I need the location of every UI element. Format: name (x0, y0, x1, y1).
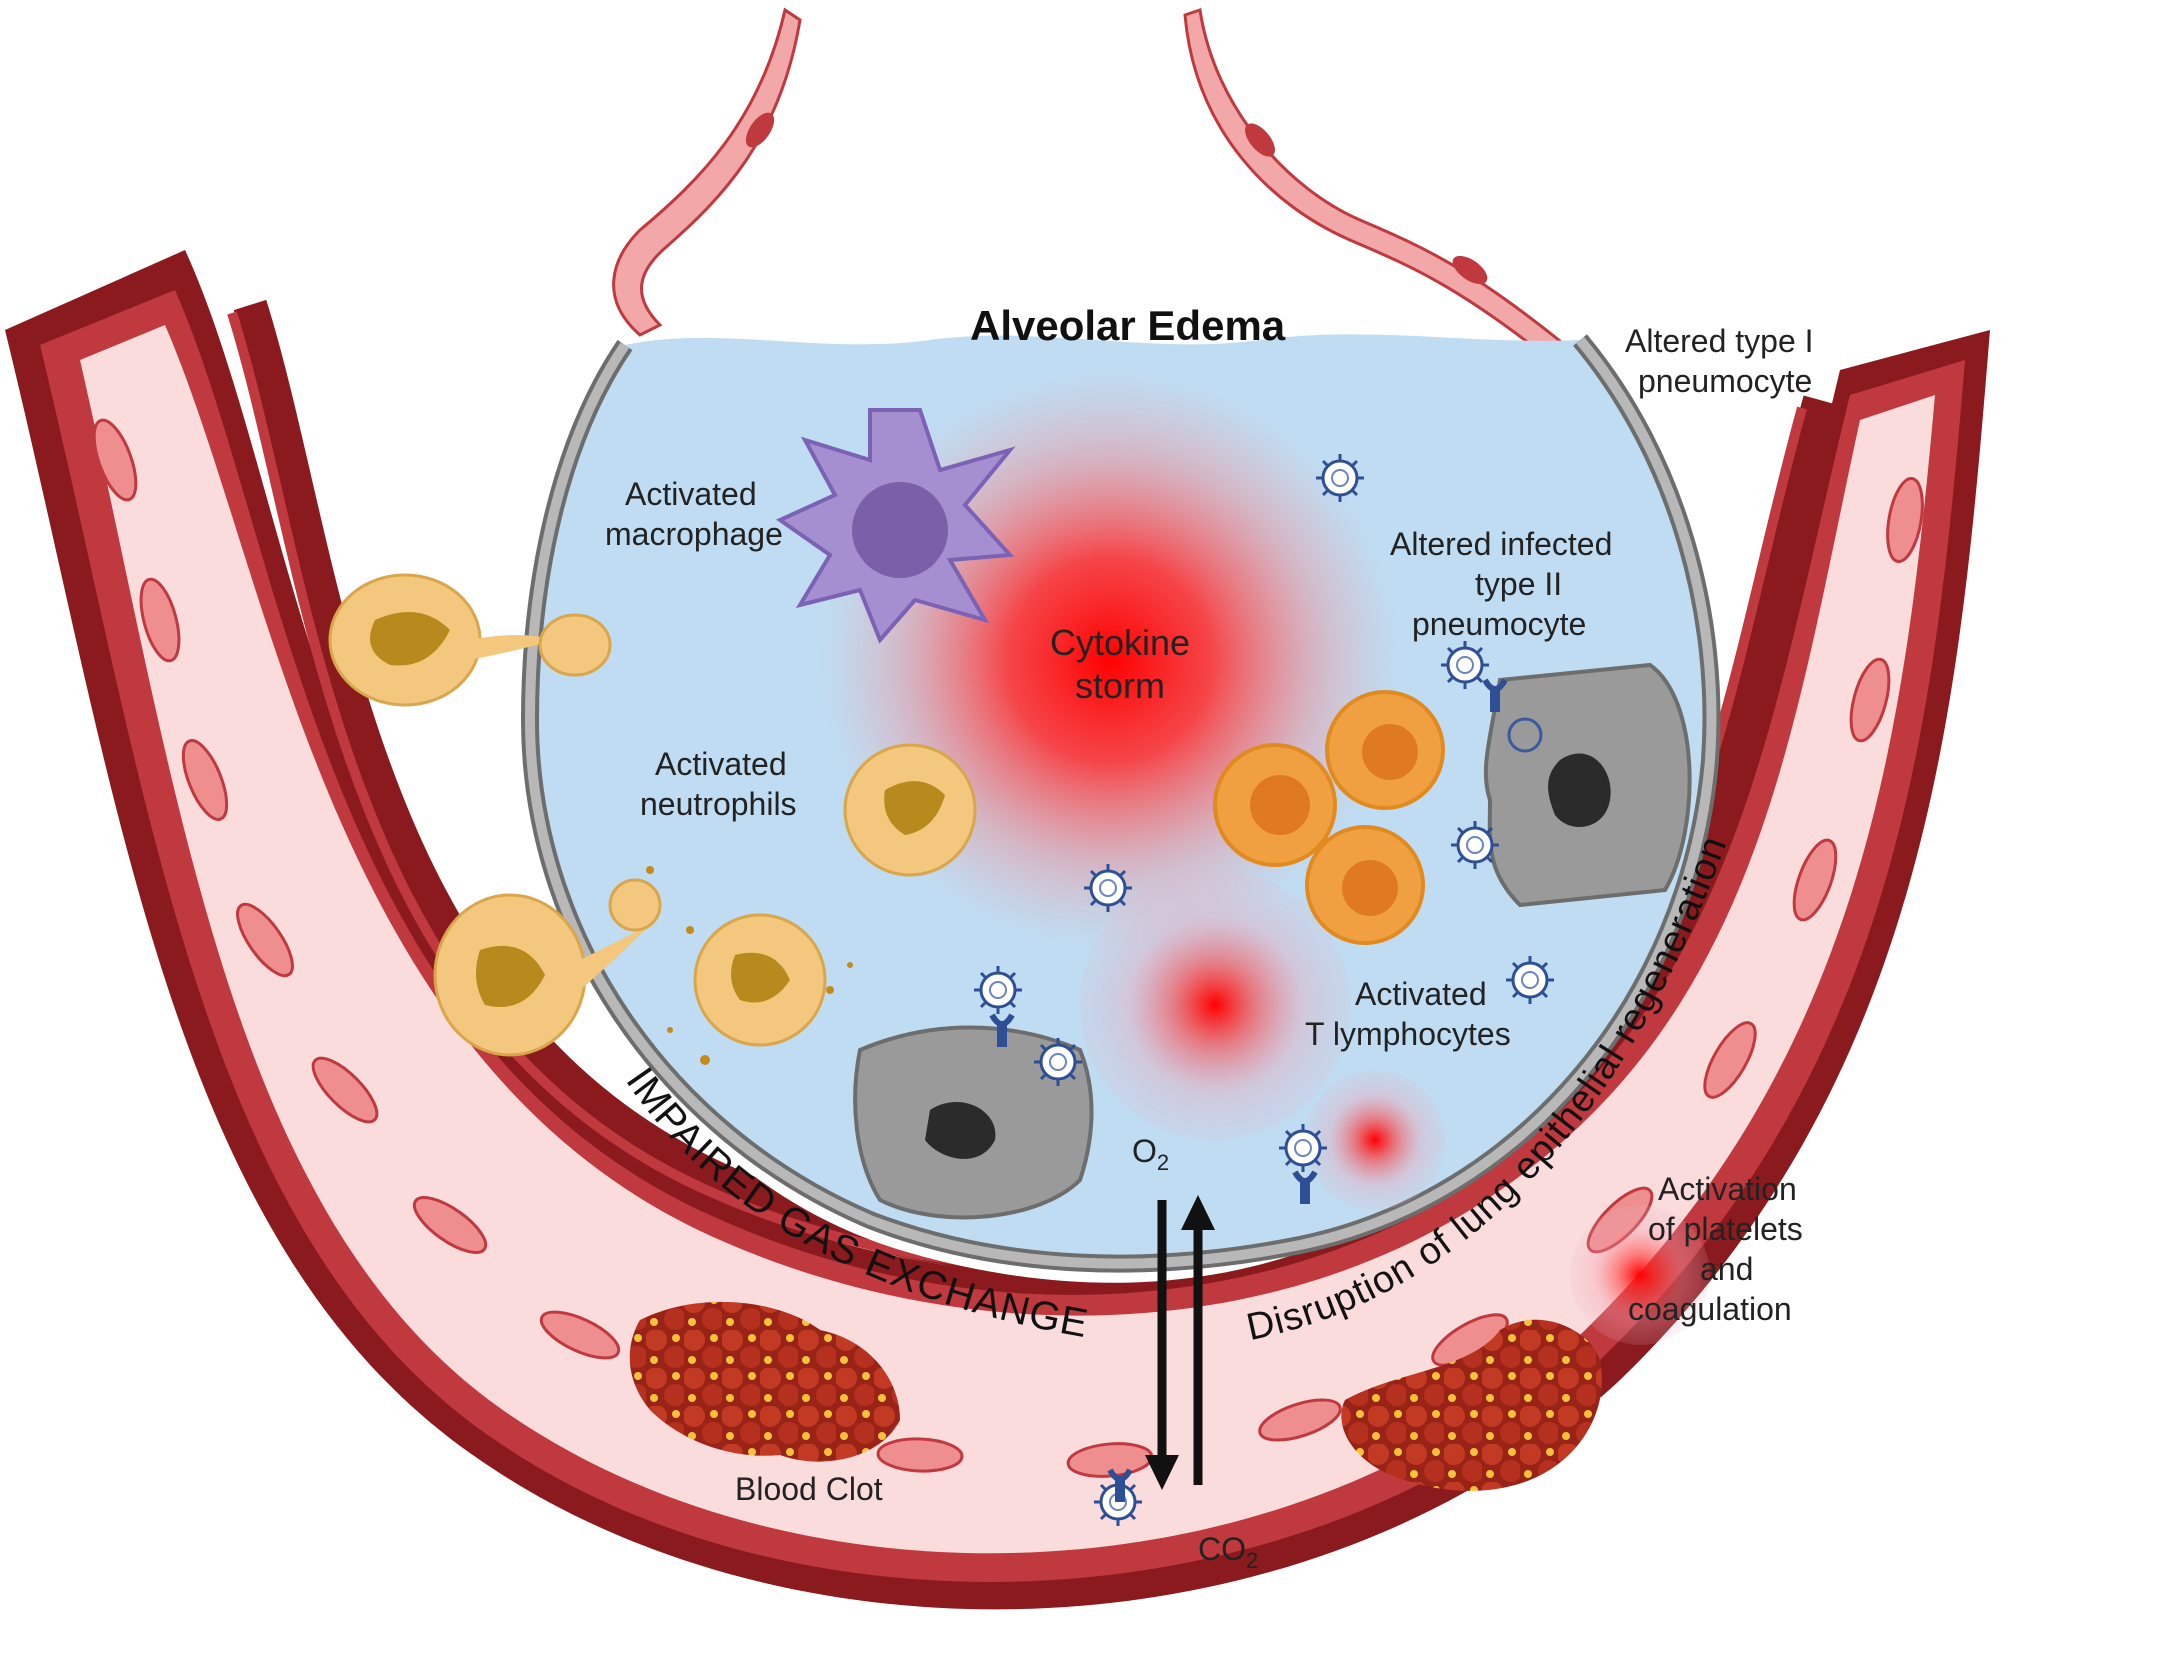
label-blood-clot: Blood Clot (735, 1471, 883, 1507)
blood-clot-right (1341, 1319, 1602, 1491)
label-altered-infected-line3: pneumocyte (1412, 606, 1586, 642)
type1-pneumocyte-left (612, 7, 802, 337)
label-altered-infected-line2: type II (1475, 566, 1562, 602)
infected-type2-pneumocyte-right (1483, 662, 1692, 908)
cytokine-glow-small (1305, 1070, 1445, 1210)
vessel-lumen (80, 325, 1935, 1554)
blood-vessel (5, 250, 1990, 1610)
endothelial-cells (92, 418, 1924, 1478)
label-altered-type1-line1: Altered type I (1625, 323, 1814, 359)
t-lymphocytes (1213, 690, 1445, 945)
cytokine-glow-platelets (1570, 1205, 1710, 1345)
label-activation-platelets-line2: of platelets (1648, 1211, 1803, 1247)
label-co2: CO2 (1198, 1531, 1258, 1573)
activated-macrophage (775, 408, 1016, 644)
blood-clot-left (629, 1301, 900, 1462)
infected-type2-pneumocyte-left (853, 1025, 1094, 1220)
label-activation-platelets-line1: Activation (1658, 1171, 1797, 1207)
label-activated-neutrophils-line1: Activated (655, 746, 787, 782)
label-activated-t-line1: Activated (1355, 976, 1487, 1012)
label-activation-platelets-line3: and (1700, 1251, 1753, 1287)
label-altered-infected-line1: Altered infected (1390, 526, 1612, 562)
neutrophil-activated-main (843, 743, 977, 877)
label-activation-platelets-line4: coagulation (1628, 1291, 1792, 1327)
label-cytokine-storm-line1: Cytokine (1050, 622, 1190, 663)
neutrophil-transmigrating-upper (328, 573, 612, 707)
label-o2: O2 (1132, 1133, 1169, 1175)
label-cytokine-storm-line2: storm (1075, 665, 1165, 706)
label-activated-t-line2: T lymphocytes (1305, 1016, 1511, 1052)
cytokine-glow-center (1080, 870, 1350, 1140)
label-activated-macrophage-line2: macrophage (605, 516, 783, 552)
label-altered-type1-line2: pneumocyte (1638, 363, 1812, 399)
label-alveolar-edema: Alveolar Edema (970, 302, 1286, 349)
label-activated-neutrophils-line2: neutrophils (640, 786, 797, 822)
neutrophil-lower (433, 866, 853, 1065)
label-activated-macrophage-line1: Activated (625, 476, 757, 512)
gas-exchange-arrows (1145, 1195, 1215, 1490)
